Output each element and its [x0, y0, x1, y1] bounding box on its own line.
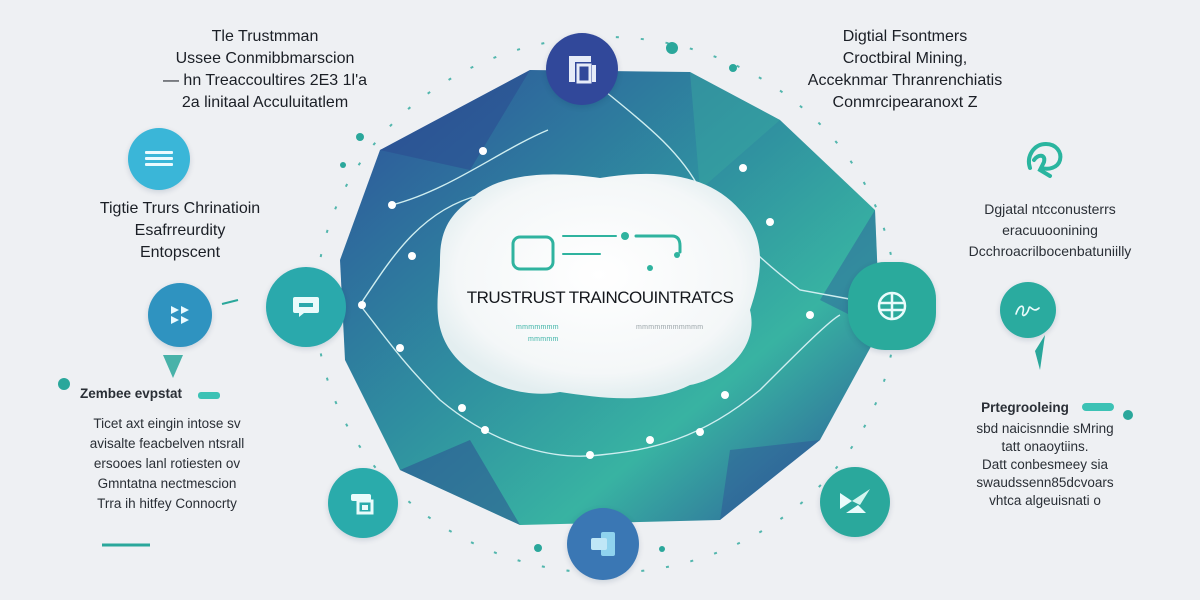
ring-accents: [58, 42, 1133, 552]
chat-bubble-icon: [293, 297, 319, 317]
label-bottom-left: Ticet axt eingin intose sv avisalte feac…: [89, 416, 245, 511]
node-bottom-right[interactable]: [820, 467, 890, 537]
central-cloud: [437, 173, 760, 399]
label-bottom-right-heading: Prtegrooleing: [981, 400, 1069, 415]
node-far-left-top[interactable]: [128, 128, 190, 190]
spiral-r-icon: [1027, 141, 1063, 178]
signature-icon: [1015, 305, 1040, 317]
center-title: TRUSTRUST TRAINCOUINTRATCS: [466, 288, 734, 307]
paper-plane-icon: [840, 489, 870, 513]
list-lines-icon: [145, 151, 173, 166]
node-far-right-top[interactable]: [1020, 136, 1068, 184]
center-subtitle-2: mmmmm: [528, 336, 559, 343]
play-arrows-icon: [171, 306, 189, 324]
node-bottom[interactable]: [567, 508, 639, 580]
building-blocks-icon: [569, 56, 596, 84]
node-top[interactable]: [546, 33, 618, 105]
connection-dots: [358, 147, 814, 459]
center-subtitle-1: mmmmmmm: [516, 324, 559, 331]
node-bottom-left[interactable]: [328, 468, 398, 538]
node-left[interactable]: [266, 267, 346, 347]
label-bottom-left-heading: Zembee evpstat: [80, 386, 183, 401]
node-far-right-mid[interactable]: [1000, 282, 1056, 338]
copy-blocks-icon: [591, 532, 615, 556]
center-subtitle-3: mmmmmmmmmmm: [636, 324, 704, 331]
node-far-left-bottom[interactable]: [148, 283, 212, 347]
label-bottom-right: sbd naicisnndie sMring tatt onaoytiins. …: [976, 421, 1114, 508]
label-mid-left: Tigtie Trurs Chrinatioin Esafrreurdity E…: [99, 200, 261, 261]
chain-link-icon: [511, 234, 682, 271]
hand-blocks-icon: [351, 494, 374, 515]
node-right[interactable]: [848, 262, 936, 350]
label-mid-right: Dgjatal ntcconusterrs eracuuoonining Dcc…: [968, 201, 1132, 259]
label-top-right: Digtial Fsontmers Croctbiral Mining, Acc…: [807, 28, 1003, 111]
globe-network-icon: [877, 291, 907, 321]
label-top-left: Tle Trustmman Ussee Conmibbmarscion — hn…: [162, 28, 368, 111]
